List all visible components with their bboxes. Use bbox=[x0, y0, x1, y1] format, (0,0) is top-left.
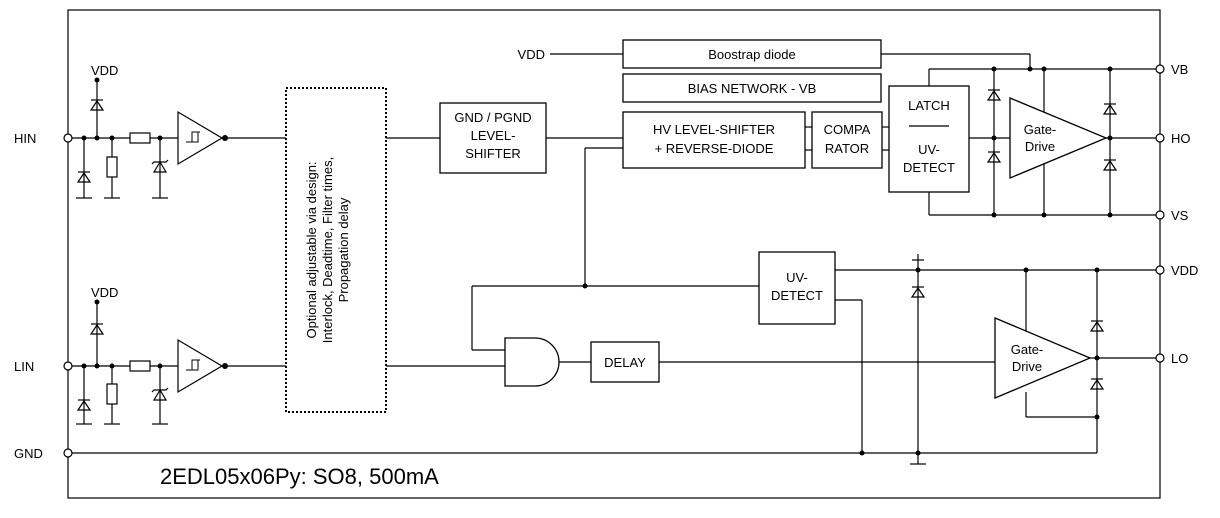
vb-label: VB bbox=[1171, 62, 1188, 77]
package-outline bbox=[67, 9, 1161, 499]
gate-drive-high-triangle bbox=[1009, 97, 1108, 179]
hv-shifter-line2: + REVERSE-DIODE bbox=[655, 141, 774, 156]
hin-label: HIN bbox=[14, 131, 36, 146]
gate-drive-low-line2: Drive bbox=[1012, 359, 1042, 374]
optional-logic-block bbox=[285, 87, 387, 413]
optional-text-3: Propagation delay bbox=[336, 197, 351, 302]
optional-text-1: Optional adjustable via design: bbox=[304, 161, 319, 338]
latch-uv-line: UV- bbox=[918, 142, 940, 157]
ho-pin bbox=[1155, 133, 1165, 143]
lin-label: LIN bbox=[14, 359, 34, 374]
gate-drive-high-line1: Gate- bbox=[1024, 122, 1057, 137]
vdd-right-pin bbox=[1155, 265, 1165, 275]
uv-detect-low-line2: DETECT bbox=[771, 288, 823, 303]
hin-pin bbox=[63, 133, 73, 143]
vs-label: VS bbox=[1171, 208, 1189, 223]
bias-network-block bbox=[622, 73, 882, 103]
lin-pin bbox=[63, 361, 73, 371]
gnd-shifter-line3: SHIFTER bbox=[465, 146, 521, 161]
and-gate bbox=[504, 337, 560, 387]
vb-pin bbox=[1155, 64, 1165, 74]
comparator-line2: RATOR bbox=[825, 141, 869, 156]
vdd-lin-label: VDD bbox=[91, 285, 118, 300]
hv-shifter-line1: HV LEVEL-SHIFTER bbox=[653, 122, 775, 137]
gate-drive-low-triangle bbox=[994, 317, 1092, 399]
delay-block bbox=[590, 341, 660, 383]
delay-label: DELAY bbox=[604, 355, 646, 370]
comparator-line1: COMPA bbox=[824, 122, 871, 137]
part-caption: 2EDL05x06Py: SO8, 500mA bbox=[160, 464, 439, 489]
comparator-block bbox=[811, 111, 883, 169]
latch-uv-detect-block bbox=[888, 85, 970, 193]
bootstrap-label: Boostrap diode bbox=[708, 47, 795, 62]
ho-label: HO bbox=[1171, 131, 1191, 146]
latch-label: LATCH bbox=[908, 98, 950, 113]
vdd-hin-label: VDD bbox=[91, 63, 118, 78]
gate-drive-high-line2: Drive bbox=[1025, 139, 1055, 154]
gnd-shifter-line1: GND / PGND bbox=[454, 110, 531, 125]
bias-label: BIAS NETWORK - VB bbox=[688, 81, 817, 96]
uv-detect-low-line1: UV- bbox=[786, 270, 808, 285]
optional-text-2: Interlock, Deadtime, Filter times, bbox=[320, 157, 335, 343]
vdd-top-label: VDD bbox=[518, 47, 545, 62]
gate-drive-low-line1: Gate- bbox=[1011, 342, 1044, 357]
gnd-pin bbox=[63, 448, 73, 458]
bootstrap-diode-block bbox=[622, 39, 882, 69]
latch-detect-line: DETECT bbox=[903, 160, 955, 175]
vs-pin bbox=[1155, 210, 1165, 220]
uv-detect-low-block bbox=[758, 251, 836, 325]
hin-input-stage bbox=[63, 77, 286, 199]
lo-label: LO bbox=[1171, 351, 1188, 366]
hv-level-shifter-block bbox=[622, 111, 806, 169]
vdd-right-label: VDD bbox=[1171, 263, 1198, 278]
gnd-level-shifter-block bbox=[439, 102, 547, 174]
lo-pin bbox=[1155, 353, 1165, 363]
lin-input-stage bbox=[63, 299, 286, 425]
gnd-label: GND bbox=[14, 446, 43, 461]
gnd-shifter-line2: LEVEL- bbox=[471, 128, 516, 143]
